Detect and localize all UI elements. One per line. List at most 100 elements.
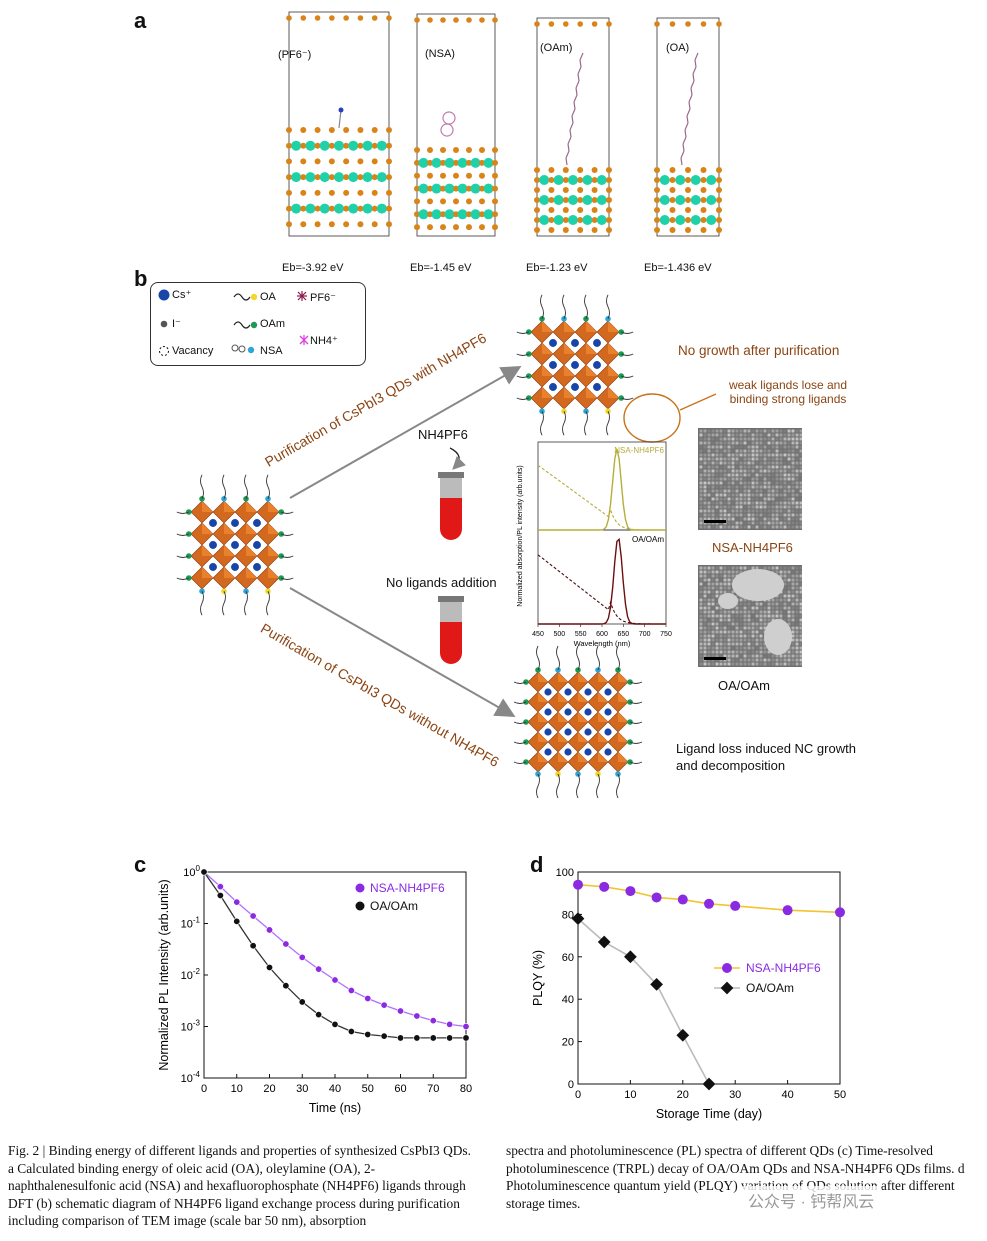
panel-b-letter: b (134, 266, 148, 291)
structure-label-pf6: (PF6⁻) (278, 49, 312, 61)
legend-label: OA/OAm (370, 899, 418, 913)
data-point (233, 898, 241, 906)
data-point (446, 1020, 454, 1028)
series-line-1 (203, 871, 466, 1039)
pf6-star-icon (297, 291, 307, 301)
legend-oa-label: OA (260, 291, 276, 303)
scale-bar (704, 657, 726, 660)
arrow-with-nh4pf6 (289, 366, 522, 499)
x-tick-label: 0 (201, 1083, 207, 1095)
data-point (462, 1023, 470, 1031)
data-point (200, 868, 208, 876)
x-tick-label: 0 (575, 1089, 581, 1101)
oam-head-icon (250, 321, 258, 329)
legend-marker (720, 981, 734, 995)
x-tick-label: 80 (460, 1083, 472, 1095)
y-tick-label: 10-4 (181, 1070, 201, 1085)
spectra-xtick-label: 600 (596, 631, 608, 638)
data-point (249, 942, 257, 950)
data-point (446, 1034, 454, 1042)
legend-marker (355, 901, 365, 911)
weak-ligands-label: weak ligands lose and binding strong lig… (728, 378, 848, 406)
data-point (599, 881, 610, 892)
panel-c-letter: c (134, 852, 147, 877)
tube-no-ligands (438, 596, 464, 664)
legend-i-label: I⁻ (172, 318, 181, 330)
data-point (233, 917, 241, 925)
spectra-xtick-label: 750 (660, 631, 672, 638)
data-point (315, 965, 323, 973)
x-axis-label: Time (ns) (309, 1101, 361, 1115)
structure-label-oa: (OA) (666, 42, 690, 54)
x-tick-label: 10 (231, 1083, 243, 1095)
binding-energy-nsa: Eb=-1.45 eV (410, 262, 472, 274)
legend-oam-label: OAm (260, 318, 286, 330)
y-tick-label: 0 (568, 1079, 574, 1091)
data-point (282, 982, 290, 990)
vacancy-icon (159, 346, 169, 356)
nh4-icon (299, 335, 309, 345)
binding-energy-oa: Eb=-1.436 eV (644, 262, 712, 274)
ligand-loss-label: Ligand loss induced NC growth and decomp… (676, 741, 856, 773)
crystal-purified-without (513, 645, 643, 799)
svg-text:Wavelength (nm): Wavelength (nm) (574, 639, 631, 648)
y-tick-label: 10-2 (181, 967, 201, 982)
data-point (676, 1028, 690, 1042)
spectra-xtick-label: 700 (639, 631, 651, 638)
data-point (651, 892, 662, 903)
tem-label-oa: OA/OAm (718, 678, 771, 693)
iodide-icon (160, 320, 168, 328)
weak-ligand-highlight (623, 393, 681, 443)
panel-a-letter: a (134, 8, 147, 33)
data-point (462, 1034, 470, 1042)
x-tick-label: 50 (834, 1089, 846, 1101)
nsa-ring-icon (231, 344, 239, 352)
legend-box (150, 282, 366, 366)
y-tick-label: 100 (183, 864, 200, 879)
reagent-label: NH4PF6 (418, 427, 468, 442)
data-point (650, 977, 663, 991)
data-point (347, 987, 355, 995)
y-tick-label: 10-1 (181, 916, 201, 931)
data-point (380, 1001, 388, 1009)
data-point (730, 900, 741, 911)
crystal-initial (176, 474, 294, 616)
x-tick-label: 20 (263, 1083, 275, 1095)
data-point (397, 1007, 405, 1015)
data-point (216, 891, 224, 899)
y-tick-label: 40 (562, 994, 574, 1006)
panel-a-structures (286, 11, 722, 237)
spectra-xtick-label: 450 (532, 631, 544, 638)
data-point (677, 894, 688, 905)
data-point (331, 1020, 339, 1028)
arrow-without-nh4pf6 (289, 587, 516, 717)
x-tick-label: 40 (781, 1089, 793, 1101)
series-line-0 (203, 871, 467, 1028)
data-point (429, 1017, 437, 1025)
y-tick-label: 80 (562, 909, 574, 921)
data-point (413, 1012, 421, 1020)
binding-energy-oam: Eb=-1.23 eV (526, 262, 588, 274)
supercell-3 (656, 17, 720, 237)
binding-energy-pf6: Eb=-3.92 eV (282, 262, 344, 274)
scale-bar (704, 520, 726, 523)
data-point (380, 1032, 388, 1040)
y-axis-label: Normalized PL Intensity (arb.units) (157, 879, 171, 1070)
data-point (397, 1034, 405, 1042)
cs-icon (158, 289, 170, 301)
x-tick-label: 30 (729, 1089, 741, 1101)
x-tick-label: 40 (329, 1083, 341, 1095)
panel-d-letter: d (530, 852, 544, 877)
series-line-1 (577, 918, 710, 1085)
x-axis-label: Storage Time (day) (656, 1107, 762, 1121)
supercell-2 (536, 17, 610, 237)
watermark: 公众号 · 钙帮风云 (740, 1186, 883, 1214)
data-point (315, 1011, 323, 1019)
tem-image-oa (698, 565, 803, 667)
structure-label-oam: (OAm) (540, 42, 573, 54)
panel-b-schematic (176, 294, 717, 799)
data-point (266, 926, 274, 934)
data-point (266, 963, 274, 971)
no-ligands-label: No ligands addition (386, 575, 497, 590)
tube-with-nh4pf6 (438, 472, 464, 540)
